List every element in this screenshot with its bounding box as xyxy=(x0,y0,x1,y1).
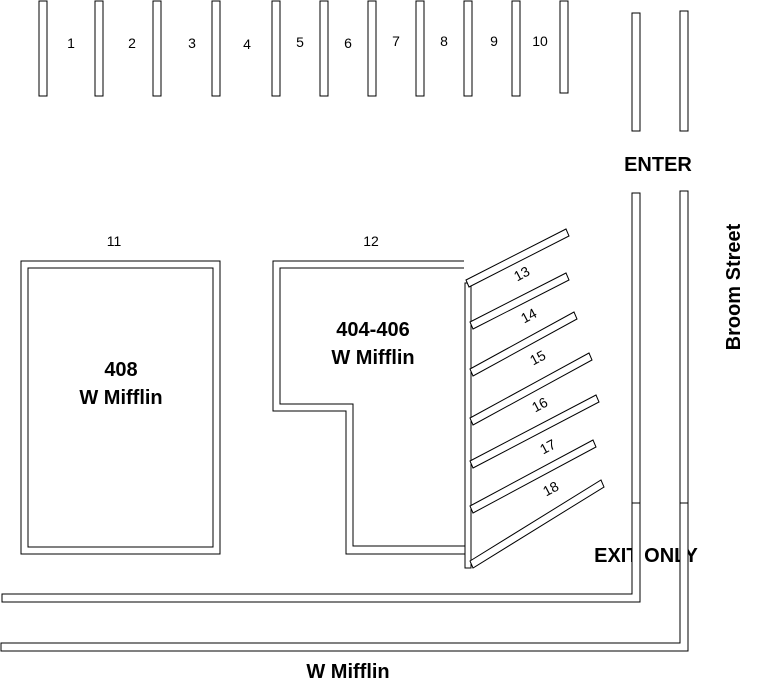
building-408 xyxy=(20,260,221,555)
space-number: 5 xyxy=(296,34,304,50)
exit-lane-walls xyxy=(0,502,689,652)
exit-label: EXIT ONLY xyxy=(594,545,698,567)
angled-space-dividers xyxy=(464,228,605,569)
space-number: 18 xyxy=(540,478,561,500)
entrance-wall-right-top xyxy=(679,10,689,132)
divider xyxy=(38,0,48,97)
space-number: 8 xyxy=(440,33,448,49)
lot-number-12: 12 xyxy=(363,233,379,249)
angled-spine xyxy=(464,282,472,569)
space-number: 4 xyxy=(243,36,251,52)
building-404-406 xyxy=(272,260,469,555)
space-number: 14 xyxy=(518,305,539,327)
entrance-walls xyxy=(631,10,689,504)
divider xyxy=(469,352,593,426)
lot-number-11: 11 xyxy=(107,233,122,249)
entrance-wall-left-top xyxy=(631,12,641,132)
space-number: 15 xyxy=(527,347,548,369)
space-number: 3 xyxy=(188,35,196,51)
space-number: 2 xyxy=(128,35,136,51)
building-404-number: 404-406 xyxy=(336,319,409,341)
exit-wall-inner xyxy=(1,502,641,603)
divider xyxy=(463,0,473,97)
building-408-street: W Mifflin xyxy=(79,387,162,409)
space-number: 6 xyxy=(344,35,352,51)
divider xyxy=(469,272,570,330)
broom-street-label: Broom Street xyxy=(723,223,745,350)
divider xyxy=(271,0,281,97)
enter-label: ENTER xyxy=(624,154,692,176)
divider xyxy=(465,228,570,288)
divider xyxy=(319,0,329,97)
space-number: 7 xyxy=(392,33,400,49)
space-number: 1 xyxy=(67,35,75,51)
divider xyxy=(211,0,221,97)
divider xyxy=(511,0,521,97)
divider xyxy=(367,0,377,97)
exit-wall-outer xyxy=(0,502,689,652)
divider xyxy=(469,439,597,514)
divider xyxy=(469,479,605,569)
top-space-dividers xyxy=(38,0,569,97)
space-number: 16 xyxy=(529,394,550,416)
space-number: 10 xyxy=(532,33,548,49)
building-408-number: 408 xyxy=(104,359,137,381)
entrance-wall-left xyxy=(631,192,641,504)
space-number: 9 xyxy=(490,33,498,49)
divider xyxy=(469,311,578,377)
building-404-street: W Mifflin xyxy=(331,347,414,369)
divider xyxy=(559,0,569,94)
space-number: 13 xyxy=(511,263,532,285)
divider xyxy=(94,0,104,97)
space-number: 17 xyxy=(537,436,558,458)
entrance-wall-right xyxy=(679,190,689,504)
divider xyxy=(152,0,162,97)
top-space-numbers: 1 2 3 4 5 6 7 8 9 10 xyxy=(67,33,548,52)
divider xyxy=(415,0,425,97)
angled-space-numbers: 13 14 15 16 17 18 xyxy=(511,263,561,500)
w-mifflin-street-label: W Mifflin xyxy=(306,661,389,683)
divider xyxy=(469,394,600,469)
